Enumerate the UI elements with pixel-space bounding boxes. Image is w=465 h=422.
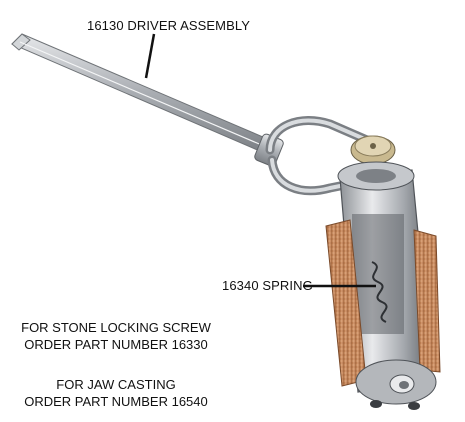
driver-callout-line xyxy=(144,33,156,79)
hone-body xyxy=(337,161,433,393)
note-line: FOR JAW CASTING xyxy=(56,377,176,392)
note-line: ORDER PART NUMBER 16330 xyxy=(24,337,208,352)
spring-graphic xyxy=(371,261,388,323)
jaw-casting-note: FOR JAW CASTING ORDER PART NUMBER 16540 xyxy=(0,376,232,410)
driver-yoke xyxy=(265,116,395,196)
spring-label: 16340 SPRING xyxy=(222,278,313,293)
driver-assembly-label: 16130 DRIVER ASSEMBLY xyxy=(87,18,250,33)
adjusting-knob xyxy=(350,135,396,165)
note-line: ORDER PART NUMBER 16540 xyxy=(24,394,208,409)
driver-shaft xyxy=(11,33,271,153)
honing-stone-right xyxy=(413,229,441,373)
note-line: FOR STONE LOCKING SCREW xyxy=(21,320,211,335)
stone-locking-screw-note: FOR STONE LOCKING SCREW ORDER PART NUMBE… xyxy=(0,319,232,353)
bottom-cap xyxy=(355,359,437,410)
